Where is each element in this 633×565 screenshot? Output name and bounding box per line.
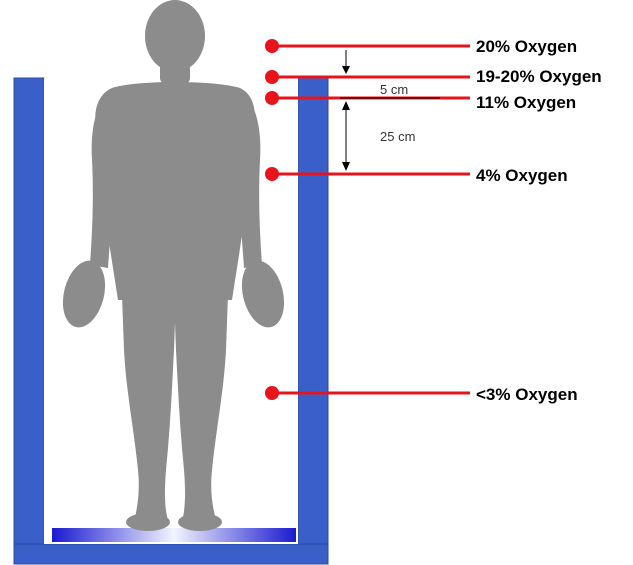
- figure-head: [145, 0, 205, 72]
- dimension-label-5cm: 5 cm: [380, 82, 408, 97]
- level-label-under-3: <3% Oxygen: [476, 385, 578, 404]
- level-label-11: 11% Oxygen: [476, 93, 576, 112]
- figure-left-foot: [126, 513, 170, 531]
- marker-dot: [265, 167, 279, 181]
- container-right-wall: [298, 78, 328, 564]
- figure-torso: [95, 82, 255, 300]
- marker-20: 20% Oxygen: [265, 37, 577, 56]
- dimension-label-25cm: 25 cm: [380, 129, 415, 144]
- level-label-20: 20% Oxygen: [476, 37, 577, 56]
- marker-dot: [265, 386, 279, 400]
- container-bottom: [14, 544, 328, 564]
- marker-dot: [265, 70, 279, 84]
- marker-dot: [265, 91, 279, 105]
- dimension-top-arrow: [342, 50, 350, 74]
- figure-right-foot: [178, 513, 222, 531]
- figure-neck: [160, 62, 190, 84]
- dimension-5cm: 5 cm: [340, 82, 440, 98]
- container-left-wall: [14, 78, 44, 564]
- dimension-25cm-arrow: [342, 101, 350, 171]
- level-label-19-20: 19-20% Oxygen: [476, 67, 602, 86]
- floor-pad: [52, 528, 296, 542]
- marker-dot: [265, 39, 279, 53]
- level-label-4: 4% Oxygen: [476, 166, 568, 185]
